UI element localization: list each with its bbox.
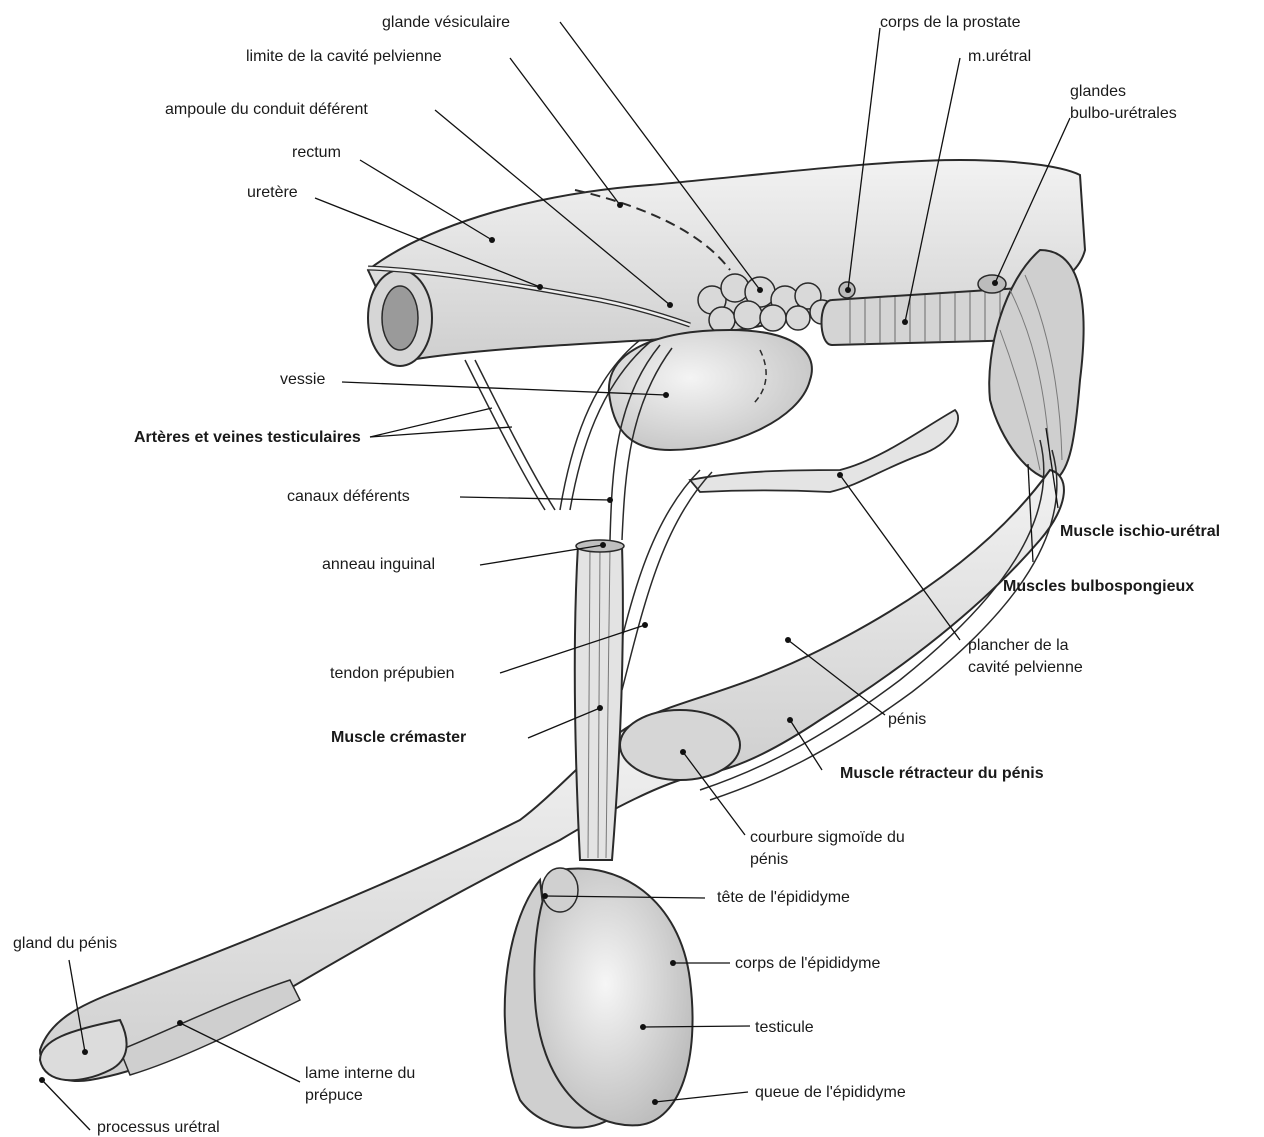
label-processus: processus urétral: [97, 1118, 220, 1137]
bladder-shape: [609, 330, 812, 450]
label-corps-prostate: corps de la prostate: [880, 13, 1021, 32]
label-ampoule: ampoule du conduit déférent: [165, 100, 368, 119]
label-penis: pénis: [888, 710, 926, 729]
label-canaux-deferents: canaux déférents: [287, 487, 410, 506]
label-queue-epididyme: queue de l'épididyme: [755, 1083, 906, 1102]
label-uretere: uretère: [247, 183, 298, 202]
label-plancher-2: cavité pelvienne: [968, 658, 1083, 677]
label-muscle-cremaster: Muscle crémaster: [331, 728, 466, 747]
label-glande-vesiculaire: glande vésiculaire: [382, 13, 510, 32]
label-anneau-inguinal: anneau inguinal: [322, 555, 435, 574]
label-muscle-retracteur: Muscle rétracteur du pénis: [840, 764, 1044, 783]
label-plancher-1: plancher de la: [968, 636, 1069, 655]
label-testicule: testicule: [755, 1018, 814, 1037]
label-rectum: rectum: [292, 143, 341, 162]
label-tete-epididyme: tête de l'épididyme: [717, 888, 850, 907]
label-glandes-bulbo-2: bulbo-urétrales: [1070, 104, 1177, 123]
label-glandes-bulbo-1: glandes: [1070, 82, 1126, 101]
label-corps-epididyme: corps de l'épididyme: [735, 954, 880, 973]
label-m-uretral: m.urétral: [968, 47, 1031, 66]
label-gland: gland du pénis: [13, 934, 117, 953]
testis-shape: [505, 868, 693, 1128]
label-lame-1: lame interne du: [305, 1064, 415, 1083]
label-muscles-bulbo: Muscles bulbospongieux: [1003, 577, 1194, 596]
label-muscle-ischio: Muscle ischio-urétral: [1060, 522, 1220, 541]
label-arteres-veines: Artères et veines testiculaires: [134, 428, 361, 447]
label-limite-cavite: limite de la cavité pelvienne: [246, 47, 442, 66]
label-courbure-1: courbure sigmoïde du: [750, 828, 905, 847]
label-lame-2: prépuce: [305, 1086, 363, 1105]
label-tendon: tendon prépubien: [330, 664, 455, 683]
label-courbure-2: pénis: [750, 850, 788, 869]
label-vessie: vessie: [280, 370, 325, 389]
